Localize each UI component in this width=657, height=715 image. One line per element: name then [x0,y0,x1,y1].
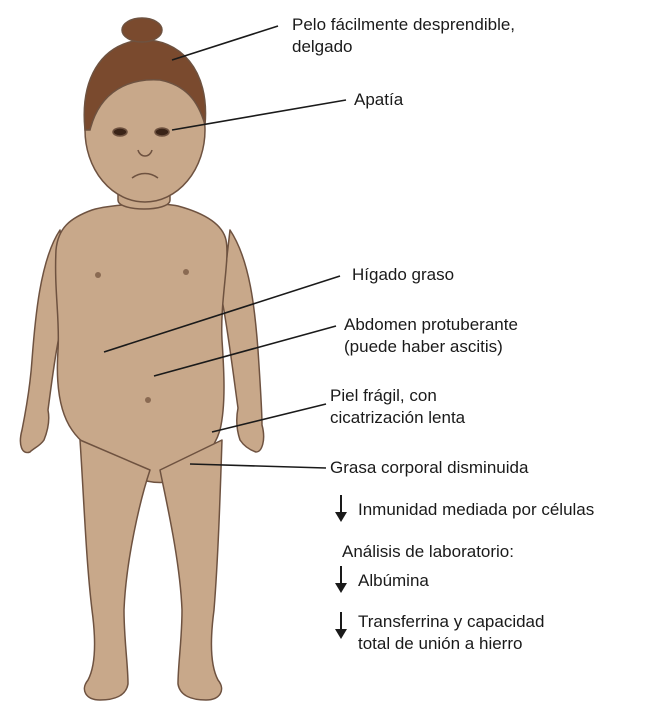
leader-line-skin [212,404,326,432]
down-arrow-icon [335,566,347,593]
label-transferrin-line1: Transferrina y capacidad [358,611,544,633]
label-skin: Piel frágil, con cicatrización lenta [330,385,465,429]
label-transferrin-line2: total de unión a hierro [358,633,544,655]
label-abdomen-line1: Abdomen protuberante [344,314,518,336]
label-albumin: Albúmina [358,570,429,592]
label-skin-line1: Piel frágil, con [330,385,465,407]
down-arrow-icon [335,495,347,522]
label-lab-heading: Análisis de laboratorio: [342,541,514,563]
label-apathy: Apatía [354,89,403,111]
leader-line-hair [172,26,278,60]
child-head [84,18,205,209]
label-hair: Pelo fácilmente desprendible, delgado [292,14,515,58]
down-arrow-icons [335,495,347,639]
label-hair-line1: Pelo fácilmente desprendible, [292,14,515,36]
label-transferrin: Transferrina y capacidad total de unión … [358,611,544,655]
down-arrow-icon [335,612,347,639]
label-fatty-liver: Hígado graso [352,264,454,286]
label-body-fat: Grasa corporal disminuida [330,457,528,479]
child-body [20,204,263,700]
label-immunity: Inmunidad mediada por células [358,499,594,521]
label-abdomen-line2: (puede haber ascitis) [344,336,518,358]
label-skin-line2: cicatrización lenta [330,407,465,429]
label-hair-line2: delgado [292,36,515,58]
label-abdomen: Abdomen protuberante (puede haber asciti… [344,314,518,358]
